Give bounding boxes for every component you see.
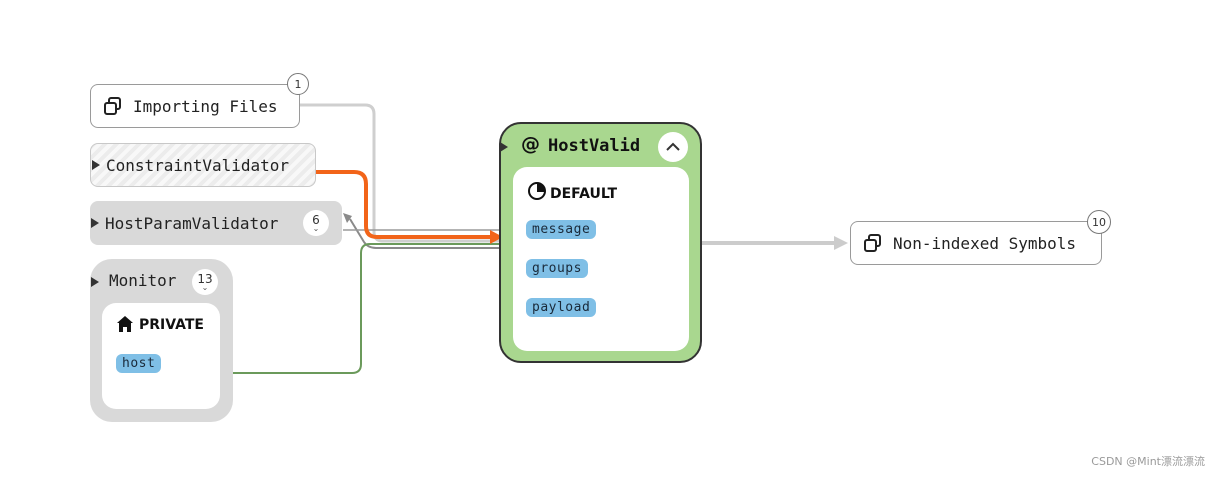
edge-importing-files — [300, 103, 500, 243]
importing-files-badge: 1 — [287, 73, 309, 95]
non-indexed-symbols-node[interactable]: Non-indexed Symbols 10 — [850, 210, 1111, 265]
importing-files-node[interactable]: Importing Files 1 — [90, 73, 309, 128]
chevron-down-icon: ⌄ — [201, 283, 209, 292]
monitor-node[interactable]: Monitor 13 ⌄ PRIVATE host — [90, 259, 233, 422]
field-chip-host[interactable]: host — [116, 354, 162, 373]
expand-triangle-icon[interactable] — [92, 160, 100, 170]
edge-constraint-validator — [316, 170, 492, 239]
host-valid-section-title: DEFAULT — [550, 186, 618, 202]
constraint-validator-node[interactable]: ConstraintValidator — [90, 143, 316, 187]
copy-icon — [864, 234, 881, 252]
field-chip-message[interactable]: message — [526, 220, 597, 239]
edge-non-indexed-arrow — [834, 236, 848, 250]
non-indexed-badge: 10 — [1087, 210, 1111, 234]
edge-host-param-validator — [349, 218, 500, 249]
annotation-at-icon: @ — [521, 133, 540, 155]
watermark: CSDN @Mint漂流漂流 — [1091, 455, 1205, 468]
monitor-label: Monitor — [109, 271, 177, 290]
host-param-validator-label: HostParamValidator — [105, 213, 279, 233]
non-indexed-symbols-label: Non-indexed Symbols — [893, 233, 1077, 253]
count-value: 13 — [197, 272, 213, 286]
constraint-validator-label: ConstraintValidator — [106, 155, 290, 175]
edge-host-param-arrow — [343, 213, 352, 223]
count-value: 6 — [312, 213, 320, 227]
edge-constraint-arrow — [490, 230, 503, 244]
host-valid-label: HostValid — [548, 136, 641, 156]
host-param-validator-count[interactable]: 6 ⌄ — [303, 210, 329, 236]
expand-triangle-icon[interactable] — [500, 142, 508, 152]
expand-triangle-icon[interactable] — [91, 277, 99, 287]
field-chip-groups[interactable]: groups — [526, 259, 588, 278]
importing-files-label: Importing Files — [133, 96, 278, 116]
collapse-button[interactable] — [658, 132, 688, 162]
host-valid-default-section: DEFAULT message groups payload — [513, 167, 689, 351]
copy-icon — [104, 97, 121, 115]
chevron-up-icon — [666, 142, 680, 151]
home-icon — [117, 316, 133, 332]
host-valid-node[interactable]: @ HostValid DEFAULT message groups paylo… — [499, 122, 702, 363]
expand-triangle-icon[interactable] — [91, 218, 99, 228]
host-param-validator-node[interactable]: HostParamValidator 6 ⌄ — [90, 201, 342, 245]
monitor-section-title: PRIVATE — [139, 317, 204, 333]
edge-monitor-host — [166, 243, 500, 374]
chevron-down-icon: ⌄ — [312, 224, 320, 233]
monitor-count[interactable]: 13 ⌄ — [192, 269, 218, 295]
monitor-private-section: PRIVATE host — [102, 303, 220, 409]
field-chip-payload[interactable]: payload — [526, 298, 597, 317]
pie-chart-icon — [528, 182, 546, 200]
